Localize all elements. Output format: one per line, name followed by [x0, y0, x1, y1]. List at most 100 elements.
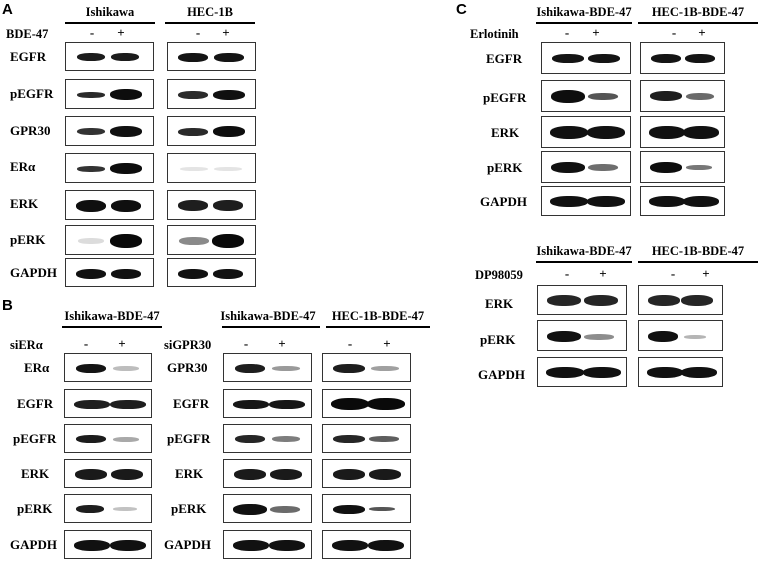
panel-a-col-hec1b-underline [165, 22, 255, 24]
panel-a-row-label-gapdh: GAPDH [10, 265, 57, 280]
panel-a-blot-ishikawa-gapdh [65, 258, 154, 287]
panel-a-col-ishikawa-underline [65, 22, 155, 24]
panel-b3-blot-gpr30 [322, 353, 411, 382]
panel-a-blot-ishikawa-erk [65, 190, 154, 220]
panel-a-blot-hec1b-egfr [167, 42, 256, 71]
panel-b3-underline [326, 326, 430, 328]
panel-c2-hec1b-plus: + [702, 266, 710, 281]
panel-b1-row-label-gapdh: GAPDH [10, 537, 57, 552]
panel-b1-row-label-egfr: EGFR [17, 396, 54, 411]
panel-b2-row-label-gapdh: GAPDH [164, 537, 211, 552]
panel-a-row-label-erk: ERK [10, 196, 39, 211]
panel-c2-blot-hec1b-perk [638, 320, 723, 351]
panel-c1-blot-ishikawa-perk [541, 151, 631, 183]
panel-c2-blot-ishikawa-erk [537, 285, 627, 315]
panel-b1-blot-pegfr [64, 424, 152, 453]
panel-b2-minus: - [243, 336, 249, 351]
panel-b2-row-label-gpr30: GPR30 [167, 360, 208, 375]
panel-a-col-ishikawa-header: Ishikawa [85, 5, 135, 19]
panel-b3-header: HEC-1B-BDE-47 [331, 309, 425, 323]
panel-a-bde47-label: BDE-47 [6, 27, 49, 41]
panel-b3-minus: - [347, 336, 353, 351]
panel-b1-minus: - [83, 336, 89, 351]
panel-a-row-label-egfr: EGFR [10, 49, 47, 64]
panel-b1-row-label-era: ERα [24, 360, 50, 375]
panel-b3-blot-pegfr [322, 424, 411, 453]
panel-c2-row-label-perk: pERK [480, 332, 516, 347]
panel-c1-blot-hec1b-pegfr [640, 80, 725, 112]
panel-b2-plus: + [278, 336, 286, 351]
panel-c1-blot-hec1b-perk [640, 151, 725, 183]
panel-c2-col-hec1b-header: HEC-1B-BDE-47 [651, 244, 745, 258]
panel-a-blot-ishikawa-pegfr [65, 79, 154, 109]
panel-b2-blot-gpr30 [223, 353, 312, 382]
panel-c2-row-label-erk: ERK [485, 296, 514, 311]
panel-c2-blot-ishikawa-perk [537, 320, 627, 351]
panel-c1-ishikawa-minus: - [564, 25, 570, 40]
panel-c1-row-label-erk: ERK [491, 125, 520, 140]
panel-a-blot-hec1b-erk [167, 190, 256, 220]
panel-c1-row-label-egfr: EGFR [486, 51, 523, 66]
panel-a-blot-hec1b-perk [167, 225, 256, 255]
panel-c1-blot-ishikawa-egfr [541, 42, 631, 74]
panel-c2-treatment-label: DP98059 [475, 268, 523, 282]
panel-c2-ishikawa-minus: - [564, 266, 570, 281]
panel-b1-blot-perk [64, 494, 152, 523]
panel-a-blot-ishikawa-era [65, 153, 154, 183]
panel-c1-col-hec1b-header: HEC-1B-BDE-47 [651, 5, 745, 19]
panel-b3-blot-erk [322, 459, 411, 488]
panel-b2-row-label-pegfr: pEGFR [167, 431, 211, 446]
panel-a-col-hec1b-header: HEC-1B [187, 5, 233, 19]
panel-a-ishikawa-plus: + [117, 25, 125, 40]
panel-c1-ishikawa-plus: + [592, 25, 600, 40]
panel-b1-header: Ishikawa-BDE-47 [64, 309, 160, 323]
panel-c1-blot-hec1b-gapdh [640, 186, 725, 216]
panel-b-letter: B [2, 297, 13, 314]
panel-b1-blot-gapdh [64, 530, 152, 559]
panel-a-row-label-gpr30: GPR30 [10, 123, 51, 138]
panel-b2-blot-pegfr [223, 424, 312, 453]
panel-c-letter: C [456, 1, 467, 18]
panel-b3-blot-gapdh [322, 530, 411, 559]
panel-b1-underline [62, 326, 162, 328]
panel-b3-plus: + [383, 336, 391, 351]
panel-c2-blot-ishikawa-gapdh [537, 357, 627, 387]
panel-c1-row-label-pegfr: pEGFR [483, 90, 527, 105]
panel-b2-blot-gapdh [223, 530, 312, 559]
panel-b1-blot-era [64, 353, 152, 382]
panel-c1-row-label-gapdh: GAPDH [480, 194, 527, 209]
panel-c1-col-hec1b-underline [638, 22, 758, 24]
panel-b1-blot-erk [64, 459, 152, 488]
panel-c1-row-label-perk: pERK [487, 160, 523, 175]
panel-a-row-label-pegfr: pEGFR [10, 86, 54, 101]
panel-c1-blot-hec1b-erk [640, 116, 725, 148]
panel-c2-row-label-gapdh: GAPDH [478, 367, 525, 382]
panel-a-row-label-era: ERα [10, 159, 36, 174]
panel-b1-blot-egfr [64, 389, 152, 418]
panel-b2-blot-perk [223, 494, 312, 523]
panel-c2-col-hec1b-underline [638, 261, 758, 263]
panel-c1-hec1b-plus: + [698, 25, 706, 40]
panel-c2-col-ishikawa-underline [536, 261, 632, 263]
panel-b1-plus: + [118, 336, 126, 351]
panel-a-blot-hec1b-era [167, 153, 256, 183]
panel-a-blot-hec1b-gpr30 [167, 116, 256, 146]
panel-b2-row-label-egfr: EGFR [173, 396, 210, 411]
panel-a-blot-ishikawa-egfr [65, 42, 154, 71]
panel-c1-hec1b-minus: - [671, 25, 677, 40]
panel-b2-blot-egfr [223, 389, 312, 418]
panel-c2-hec1b-minus: - [670, 266, 676, 281]
panel-a-hec1b-minus: - [195, 25, 201, 40]
panel-b3-blot-perk [322, 494, 411, 523]
panel-a-blot-ishikawa-gpr30 [65, 116, 154, 146]
panel-c1-col-ishikawa-header: Ishikawa-BDE-47 [536, 5, 632, 19]
panel-b1-row-label-pegfr: pEGFR [13, 431, 57, 446]
panel-c1-col-ishikawa-underline [536, 22, 632, 24]
panel-a-letter: A [2, 1, 13, 18]
panel-c1-blot-ishikawa-gapdh [541, 186, 631, 216]
panel-b2-underline [222, 326, 320, 328]
panel-b2-header: Ishikawa-BDE-47 [220, 309, 316, 323]
panel-b1-row-label-perk: pERK [17, 501, 53, 516]
panel-b2-treatment-label: siGPR30 [164, 338, 212, 352]
panel-c1-treatment-label: Erlotinih [470, 27, 519, 41]
